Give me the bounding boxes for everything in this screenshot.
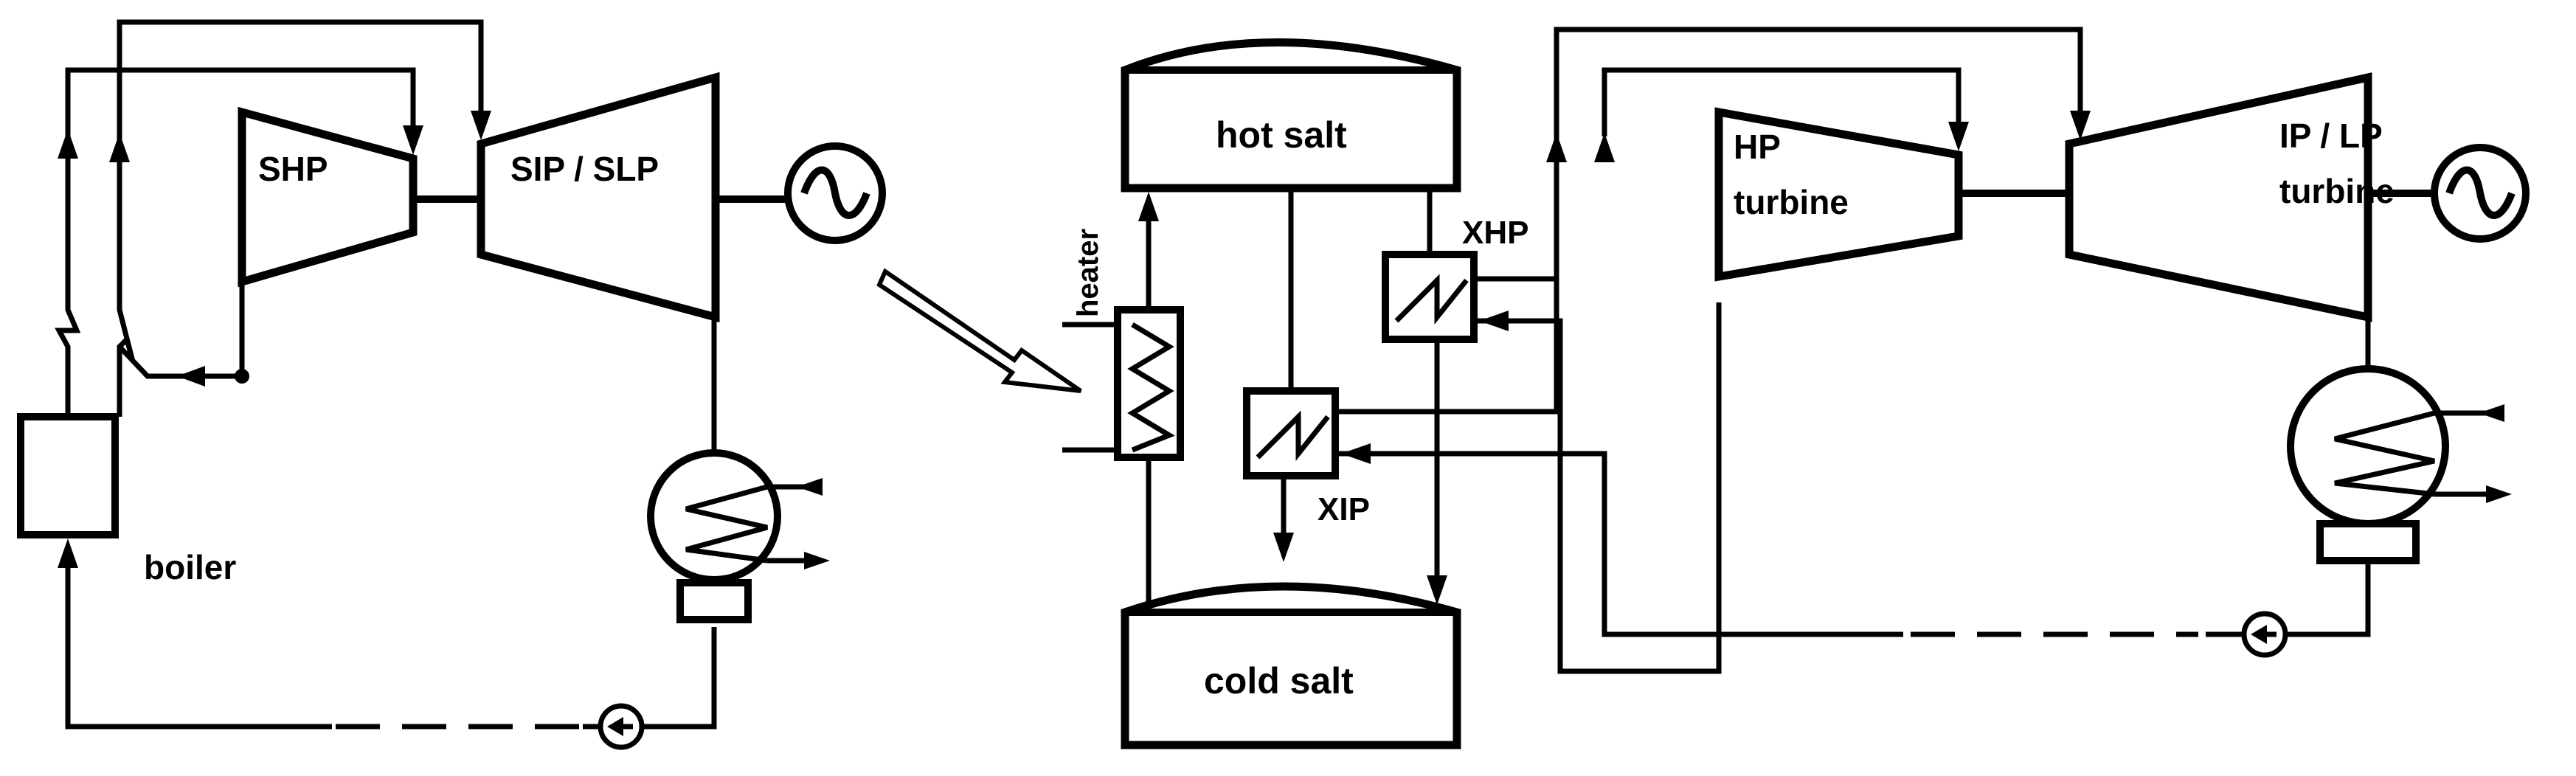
condensate-line — [643, 627, 717, 730]
heater-label: heater — [1072, 229, 1104, 317]
heat-exchanger-zigzag-icon — [1382, 251, 1478, 343]
shp-exhaust-line — [117, 344, 242, 379]
sip-slp-label: SIP / SLP — [510, 150, 659, 188]
xhp-inlet-arrow-icon — [1479, 311, 1509, 331]
xhp-steam-up-arrow-icon — [1546, 133, 1567, 162]
sip-slp-turbine — [477, 72, 720, 323]
condenser-left — [647, 449, 830, 623]
shp-label: SHP — [258, 150, 328, 188]
heat-exchanger-zigzag-icon — [1243, 387, 1339, 479]
cold-salt-label: cold salt — [1204, 660, 1354, 701]
xhp-exchanger: XHP — [1382, 215, 1528, 343]
cooling-out-arrow-icon — [2486, 485, 2512, 503]
condenser-coil — [685, 484, 768, 564]
generator-left — [784, 142, 886, 244]
feed-return-line — [1335, 451, 1903, 637]
cold-salt-tank — [1121, 582, 1461, 749]
boiler-box — [17, 413, 119, 538]
cooling-in-arrow-icon — [2479, 404, 2504, 422]
sine-wave — [800, 166, 870, 219]
cooling-out-arrow-icon — [804, 552, 830, 569]
live-steam-line — [55, 67, 416, 417]
hot-salt-tank — [1121, 38, 1461, 193]
reheat-up-arrow-icon — [109, 133, 130, 162]
salt-storage: hot salt cold salt heater XIP — [1062, 38, 1528, 749]
hp-label-line1: HP — [1734, 128, 1781, 166]
xhp-zigzag — [1394, 274, 1469, 325]
sine-wave — [2445, 166, 2516, 219]
xip-to-cold-arrow-icon — [1273, 533, 1294, 562]
heater-to-hot-arrow-icon — [1138, 192, 1159, 221]
hp-return-line — [1602, 67, 1962, 140]
hp-return-up-arrow-icon — [1594, 133, 1615, 162]
reheat-return-arrow-icon — [177, 366, 205, 387]
conversion-arrow — [876, 268, 1082, 393]
feed-pump-right — [2241, 611, 2288, 658]
right-plant: HP turbine IP / LP turbine — [1335, 27, 2530, 674]
hp-label-line2: turbine — [1734, 183, 1849, 221]
xip-exchanger: XIP — [1243, 387, 1370, 527]
feedwater-return-line — [65, 561, 332, 730]
iplp-inlet-arrow-icon — [2070, 111, 2091, 140]
reheat-line — [117, 19, 484, 417]
shp-turbine — [238, 106, 418, 288]
boiler-inlet-arrow-icon — [58, 538, 78, 568]
left-plant: boiler SHP SIP / SLP — [17, 19, 886, 750]
condenser-right — [2287, 365, 2512, 564]
right-condensate-line — [2265, 561, 2371, 637]
sip-inlet-arrow-icon — [471, 111, 491, 140]
pump-arrow-icon — [607, 717, 623, 736]
junction-dot — [235, 369, 249, 384]
xhp-to-cold-arrow-icon — [1427, 575, 1447, 605]
hot-salt-label: hot salt — [1216, 114, 1347, 156]
generator-right — [2431, 144, 2530, 243]
xip-zigzag — [1256, 410, 1330, 461]
xhp-steam-out-line — [1474, 136, 1559, 282]
hotwell — [676, 579, 752, 623]
hp-exhaust-to-xhp-line — [1474, 302, 1722, 674]
heater-zigzag — [1127, 322, 1175, 453]
pump-arrow-icon — [2251, 625, 2267, 644]
cooling-in-arrow-icon — [797, 478, 823, 496]
boiler-label: boiler — [144, 548, 236, 586]
iplp-label-line1: IP / LP — [2279, 117, 2383, 155]
live-steam-up-arrow-icon — [58, 129, 78, 159]
xip-inlet-arrow-icon — [1341, 443, 1371, 464]
shp-inlet-arrow-icon — [403, 125, 423, 155]
feed-pump — [598, 703, 645, 750]
hp-turbine — [1714, 107, 1963, 282]
hollow-arrow-icon — [876, 268, 1082, 393]
hotwell — [2316, 520, 2420, 564]
hp-feed-line — [1554, 27, 2083, 136]
condenser-coil — [2334, 410, 2435, 497]
heater: heater — [1062, 229, 1184, 461]
xhp-label: XHP — [1462, 215, 1528, 251]
hp-inlet-arrow-icon — [1948, 122, 1969, 151]
xip-label: XIP — [1318, 491, 1370, 527]
